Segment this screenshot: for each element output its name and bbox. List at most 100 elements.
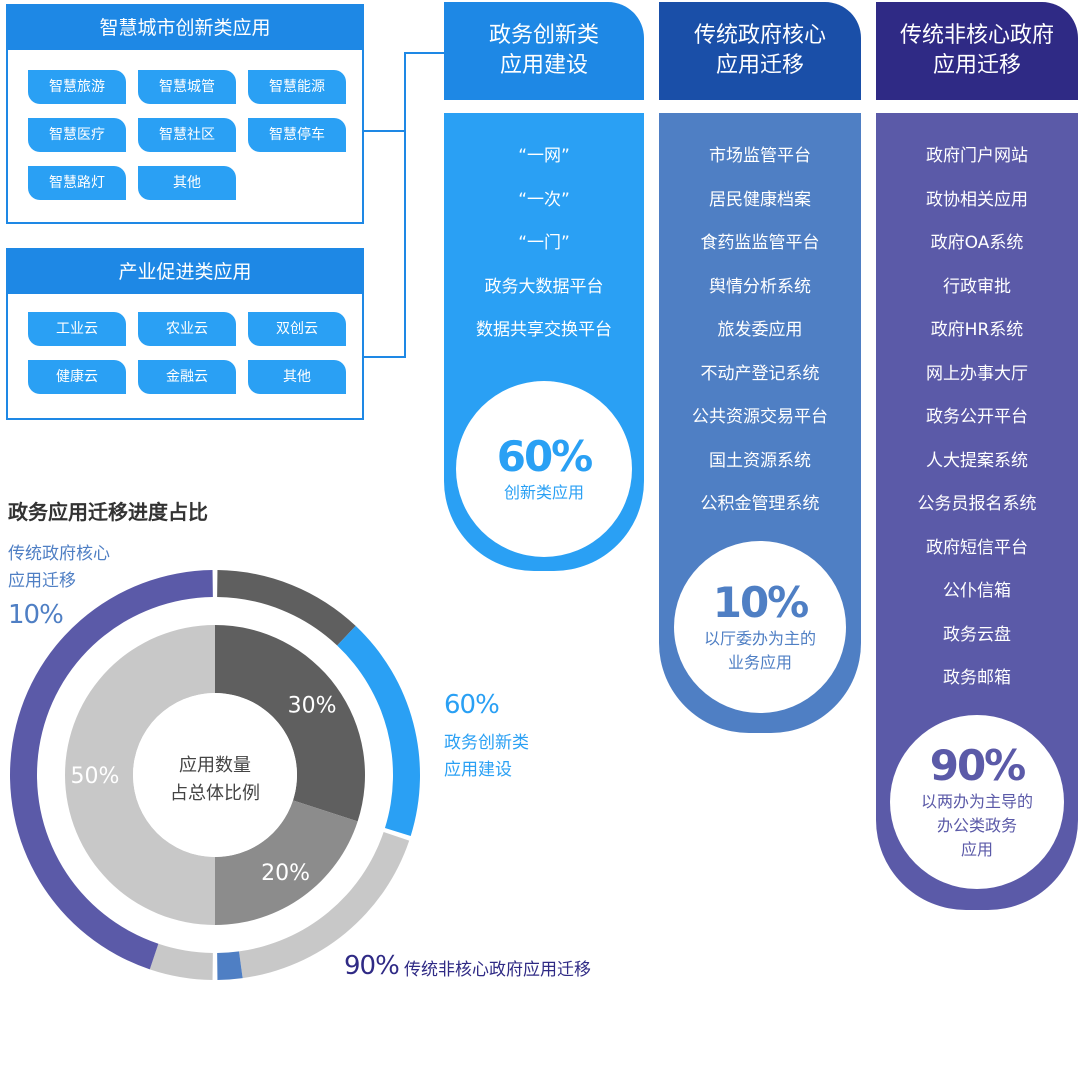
tag-smart-streetlight: 智慧路灯 <box>28 166 126 200</box>
donut-outer-rest <box>149 943 213 980</box>
column-core-percent: 10% <box>712 578 810 627</box>
list-item: 居民健康档案 <box>709 189 811 210</box>
connector-to-column <box>404 52 444 54</box>
donut-center-line-2: 占总体比例 <box>170 783 260 804</box>
tag-smart-other: 其他 <box>138 166 236 200</box>
list-item: 政府门户网站 <box>926 146 1028 166</box>
column-core-bubble: 10% 以厅委办为主的 业务应用 <box>674 541 846 713</box>
list-item: 政务云盘 <box>943 624 1011 645</box>
donut-core-label-2: 应用迁移 <box>8 571 76 591</box>
column-innovation-desc: 创新类应用 <box>503 483 584 502</box>
donut-outer-progress <box>217 951 243 980</box>
list-item: 公共资源交易平台 <box>692 407 828 427</box>
column-innovation-percent: 60% <box>496 432 594 481</box>
donut-chart: 30% 20% 50% 应用数量 占总体比例 <box>9 570 420 980</box>
donut-outer-rest <box>239 832 410 979</box>
list-item: 不动产登记系统 <box>700 363 820 384</box>
column-core-desc-1: 以厅委办为主的 <box>703 629 816 648</box>
tag-smart-parking: 智慧停车 <box>248 118 346 152</box>
industry-group: 产业促进类应用 工业云 农业云 双创云 健康云 金融云 其他 <box>6 248 364 420</box>
list-item: 政府OA系统 <box>930 233 1024 253</box>
donut-center-line-1: 应用数量 <box>179 755 251 776</box>
list-item: 政府短信平台 <box>926 537 1028 558</box>
list-item: “一门” <box>518 233 570 253</box>
tag-smart-tourism: 智慧旅游 <box>28 70 126 104</box>
column-core-title-2: 应用迁移 <box>715 53 804 78</box>
list-item: 政务邮箱 <box>943 668 1011 688</box>
tag-smart-community: 智慧社区 <box>138 118 236 152</box>
column-noncore-desc-1: 以两办为主导的 <box>920 792 1033 811</box>
list-item: 旅发委应用 <box>717 320 803 340</box>
donut-noncore-percent: 90% <box>344 951 400 981</box>
tag-industry-other: 其他 <box>248 360 346 394</box>
tag-agri-cloud: 农业云 <box>138 312 236 346</box>
list-item: 网上办事大厅 <box>926 363 1028 384</box>
tag-health-cloud: 健康云 <box>28 360 126 394</box>
column-noncore-title-2: 应用迁移 <box>932 53 1021 78</box>
tag-innovation-cloud: 双创云 <box>248 312 346 346</box>
list-item: 公务员报名系统 <box>917 494 1037 514</box>
tag-finance-cloud: 金融云 <box>138 360 236 394</box>
column-core-title-1: 传统政府核心 <box>693 23 826 48</box>
donut-core-percent: 10% <box>8 600 64 630</box>
column-core-header: 传统政府核心应用迁移 <box>659 2 861 100</box>
list-item: 市场监管平台 <box>709 146 811 166</box>
donut-innovation-label-1: 政务创新类 <box>444 733 529 753</box>
list-item: 国土资源系统 <box>709 450 811 471</box>
list-item: 食药监监管平台 <box>700 233 820 253</box>
donut-slice-label: 30% <box>288 693 337 718</box>
donut-innovation-percent: 60% <box>444 690 500 720</box>
donut-outer-rest <box>217 570 356 646</box>
column-noncore-bubble: 90% 以两办为主导的 办公类政务 应用 <box>890 715 1064 889</box>
column-noncore-list: 政府门户网站 政协相关应用 政府OA系统 行政审批 政府HR系统 网上办事大厅 … <box>876 135 1078 701</box>
list-item: 舆情分析系统 <box>709 276 811 297</box>
list-item: 政务公开平台 <box>926 407 1028 427</box>
column-innovation-bubble: 60% 创新类应用 <box>456 381 632 557</box>
donut-title: 政务应用迁移进度占比 <box>8 500 208 524</box>
donut-slice <box>215 800 358 925</box>
column-innovation-body: “一网” “一次” “一门” 政务大数据平台 数据共享交换平台 60% 创新类应… <box>444 113 644 571</box>
donut-inner-ring <box>65 625 365 925</box>
donut-outer-ring <box>9 570 420 980</box>
column-noncore-title-1: 传统非核心政府 <box>899 23 1054 48</box>
column-noncore-header: 传统非核心政府应用迁移 <box>876 2 1078 100</box>
column-innovation-header: 政务创新类应用建设 <box>444 2 644 100</box>
donut-inner-labels: 30% 20% 50% <box>71 693 337 886</box>
list-item: 行政审批 <box>943 276 1011 297</box>
donut-core-label-1: 传统政府核心 <box>8 544 110 564</box>
list-item: 政务大数据平台 <box>484 276 604 297</box>
donut-innovation-label-2: 应用建设 <box>444 760 512 780</box>
list-item: 政协相关应用 <box>926 189 1028 210</box>
column-noncore-desc-3: 应用 <box>960 840 993 859</box>
column-noncore-desc-2: 办公类政务 <box>936 816 1017 835</box>
donut-outer-progress <box>9 570 213 970</box>
column-noncore-body: 政府门户网站 政协相关应用 政府OA系统 行政审批 政府HR系统 网上办事大厅 … <box>876 113 1078 910</box>
donut-slice-label: 50% <box>71 764 120 789</box>
tag-smart-urban-mgmt: 智慧城管 <box>138 70 236 104</box>
donut-outer-progress <box>337 625 420 837</box>
donut-center-hole <box>133 693 297 857</box>
column-core-desc-2: 业务应用 <box>727 653 792 672</box>
smart-city-group: 智慧城市创新类应用 智慧旅游 智慧城管 智慧能源 智慧医疗 智慧社区 智慧停车 … <box>6 4 364 224</box>
list-item: “一网” <box>518 146 570 166</box>
tag-smart-energy: 智慧能源 <box>248 70 346 104</box>
tag-industrial-cloud: 工业云 <box>28 312 126 346</box>
list-item: 政府HR系统 <box>930 320 1024 340</box>
smart-city-title: 智慧城市创新类应用 <box>8 6 362 50</box>
donut-slice <box>215 625 365 822</box>
donut-slice-label: 20% <box>261 861 310 886</box>
connector-bottom <box>364 356 406 358</box>
column-core-list: 市场监管平台 居民健康档案 食药监监管平台 舆情分析系统 旅发委应用 不动产登记… <box>659 135 861 527</box>
column-innovation-title-2: 应用建设 <box>499 53 588 78</box>
list-item: “一次” <box>518 189 570 210</box>
connector-vertical <box>404 52 406 358</box>
list-item: 公积金管理系统 <box>700 494 820 514</box>
donut-slice <box>65 625 215 925</box>
list-item: 数据共享交换平台 <box>476 320 612 340</box>
column-core-body: 市场监管平台 居民健康档案 食药监监管平台 舆情分析系统 旅发委应用 不动产登记… <box>659 113 861 733</box>
connector-top <box>364 130 406 132</box>
industry-title: 产业促进类应用 <box>8 250 362 294</box>
tag-smart-medical: 智慧医疗 <box>28 118 126 152</box>
column-noncore-percent: 90% <box>929 741 1027 790</box>
list-item: 人大提案系统 <box>926 450 1028 471</box>
